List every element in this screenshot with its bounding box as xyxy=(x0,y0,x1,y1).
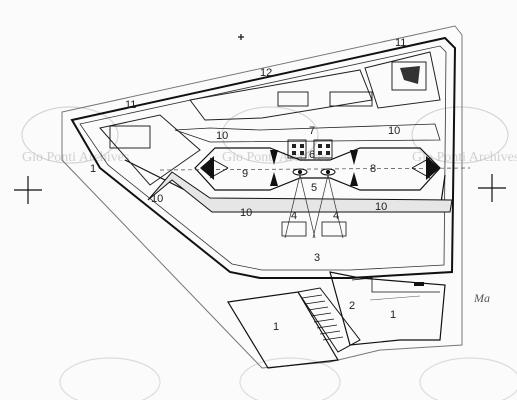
handwritten-signature: Ma xyxy=(473,291,490,305)
room-label-10-e: 10 xyxy=(375,201,387,213)
room-label-11-left: 11 xyxy=(125,99,136,111)
registration-marks xyxy=(14,34,506,204)
room-label-4-left: 4 xyxy=(291,210,297,222)
site-boundary xyxy=(61,25,463,369)
room-label-2: 2 xyxy=(349,300,355,312)
room-label-5: 5 xyxy=(311,182,317,194)
room-label-1-left: 1 xyxy=(90,163,96,175)
room-label-8: 8 xyxy=(370,163,376,175)
room-label-10-a: 10 xyxy=(216,130,228,142)
room-label-10-b: 10 xyxy=(388,125,400,137)
room-label-6: 6 xyxy=(309,149,315,161)
room-labels: 1 1 1 2 3 4 4 5 6 7 8 9 10 10 10 10 10 1… xyxy=(90,37,406,333)
watermark-text-right: Gio Ponti Archives xyxy=(412,150,517,165)
room-label-10-c: 10 xyxy=(151,193,163,205)
room-label-11-right: 11 xyxy=(395,37,406,49)
room-label-1-bottom-left: 1 xyxy=(273,321,279,333)
building-outline xyxy=(70,36,457,279)
room-label-1-bottom-right: 1 xyxy=(390,309,396,321)
room-label-3: 3 xyxy=(314,252,320,264)
room-label-7: 7 xyxy=(309,125,315,137)
room-label-4-right: 4 xyxy=(333,210,339,222)
room-label-9: 9 xyxy=(242,168,248,180)
room-label-10-d: 10 xyxy=(240,207,252,219)
room-label-12: 12 xyxy=(260,67,272,79)
watermark-group: Gio Ponti Archives Gio Ponti Archives Gi… xyxy=(21,106,517,400)
watermark-text-left: Gio Ponti Archives xyxy=(22,150,129,165)
